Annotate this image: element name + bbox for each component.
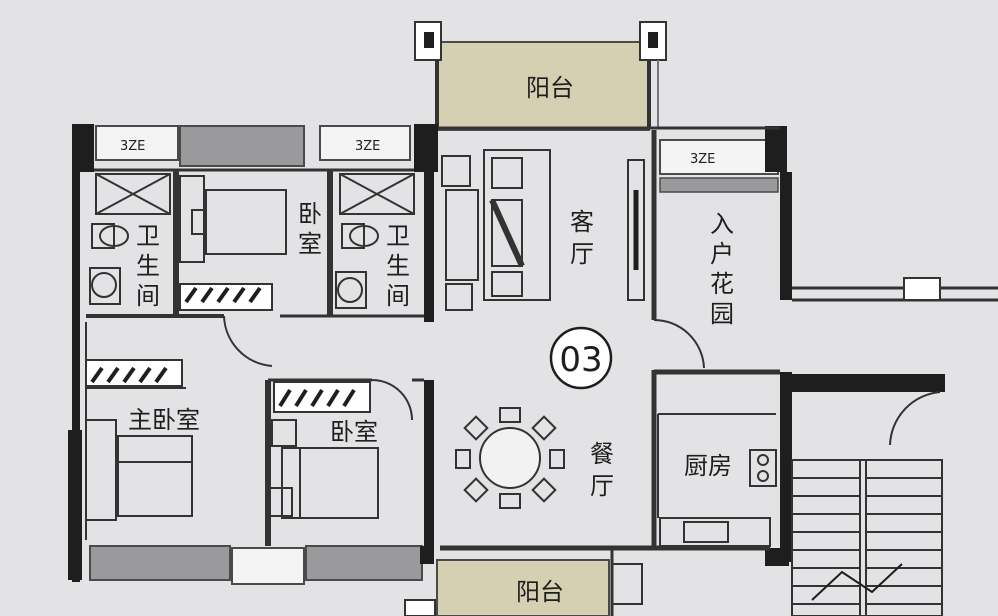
bathroom-right	[335, 173, 415, 309]
label-bath-left-2: 生	[136, 252, 160, 280]
windows-top: 3ZE 3ZE 3ZE 3ZE	[95, 125, 779, 582]
label-bath-left-1: 卫	[136, 222, 160, 250]
dining-table	[455, 407, 565, 509]
living-room-furniture	[441, 149, 645, 311]
label-kitchen: 厨房	[684, 452, 732, 480]
label-bath-left-3: 间	[136, 282, 160, 310]
label-bedroom-bottom: 卧室	[330, 418, 378, 446]
windows-bottom	[89, 545, 423, 585]
label-living-room-1: 客	[570, 208, 594, 236]
master-bedroom-furniture	[85, 359, 193, 521]
unit-number-badge: 03	[549, 326, 613, 390]
label-bath-right-1: 卫	[386, 222, 410, 250]
door-swings	[223, 315, 941, 446]
bedroom-bottom-furniture	[269, 381, 379, 519]
ac-label-3: 3ZE	[690, 152, 715, 167]
label-master-bedroom: 主卧室	[128, 406, 200, 434]
label-balcony-bottom: 阳台	[516, 578, 564, 606]
label-bath-right-2: 生	[386, 252, 410, 280]
ac-label-2: 3ZE	[355, 139, 380, 154]
label-bedroom-top-2: 室	[298, 230, 322, 258]
label-dining-room-2: 厅	[590, 472, 614, 500]
label-living-room-2: 厅	[570, 240, 594, 268]
partitions	[85, 126, 998, 616]
label-entry-garden-2: 户	[710, 240, 734, 268]
label-dining-room-1: 餐	[590, 440, 614, 468]
bedroom-top-furniture	[179, 175, 287, 311]
label-entry-garden-3: 花	[710, 270, 734, 298]
label-balcony-top: 阳台	[526, 74, 574, 102]
label-bedroom-top-1: 卧	[298, 200, 322, 228]
bathroom-left	[89, 173, 171, 305]
ac-label-1: 3ZE	[120, 139, 145, 154]
label-bath-right-3: 间	[386, 282, 410, 310]
label-entry-garden-1: 入	[710, 210, 734, 238]
balcony-bottom	[404, 559, 610, 616]
unit-number: 03	[559, 340, 602, 380]
label-entry-garden-4: 园	[710, 300, 734, 328]
stairwell	[791, 277, 943, 616]
kitchen-furniture	[611, 449, 777, 605]
walls	[68, 124, 945, 582]
balcony-top	[414, 21, 667, 131]
